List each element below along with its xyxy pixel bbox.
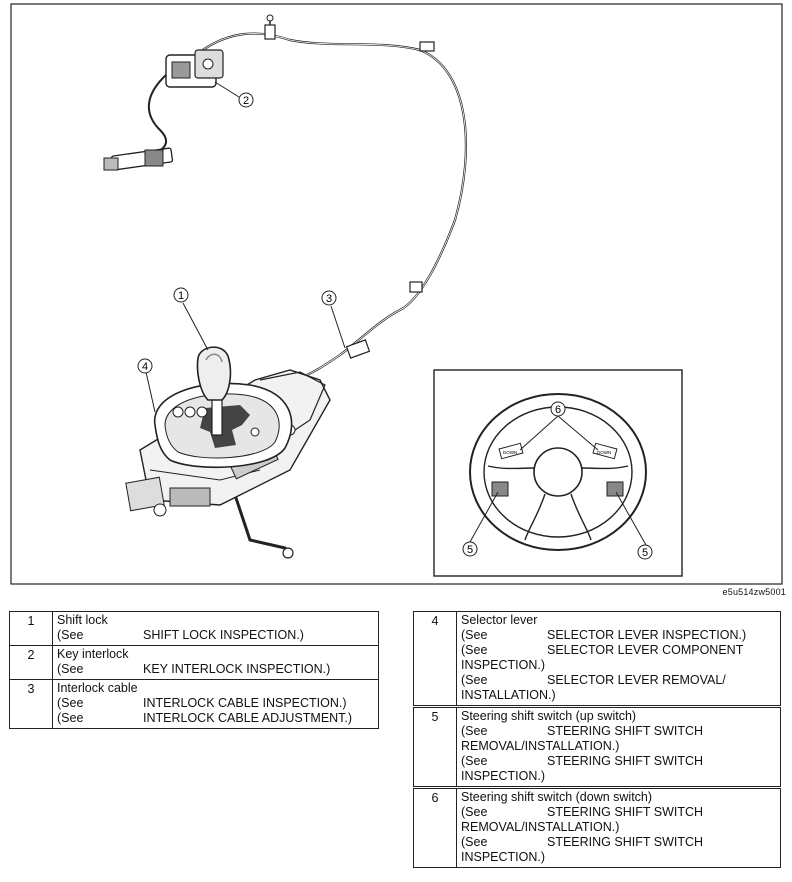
legend-num: 2 xyxy=(9,645,53,680)
callout-1: 1 xyxy=(178,290,184,302)
up-switch-left xyxy=(491,481,509,497)
cable-clip xyxy=(345,339,371,359)
callout-6: 6 xyxy=(555,404,561,416)
selector-lever-assembly xyxy=(125,346,331,559)
legend-ref-cont[interactable]: INSPECTION.) xyxy=(461,658,546,672)
legend-ref-cont[interactable]: REMOVAL/INSTALLATION.) xyxy=(461,739,620,753)
legend-ref-cont[interactable]: INSTALLATION.) xyxy=(461,688,556,702)
callout-2: 2 xyxy=(243,95,249,107)
legend-ref-cont[interactable]: REMOVAL/INSTALLATION.) xyxy=(461,820,620,834)
cable-clip xyxy=(264,24,276,40)
cable-clip xyxy=(409,281,423,293)
legend-num: 4 xyxy=(413,611,457,706)
legend-num: 1 xyxy=(9,611,53,646)
legend-title: Steering shift switch (down switch) xyxy=(461,790,653,804)
steering-wheel: DOWN DOWN xyxy=(469,393,647,551)
legend-ref-cont[interactable]: INSPECTION.) xyxy=(461,850,546,864)
legend-num: 5 xyxy=(413,707,457,787)
callout-5-right: 5 xyxy=(642,547,648,559)
figure-frame xyxy=(10,3,783,585)
cable-clip xyxy=(419,41,435,52)
down-label: DOWN xyxy=(503,450,517,455)
key-interlock-unit xyxy=(165,49,224,88)
legend-row: 5 Steering shift switch (up switch) (See… xyxy=(413,707,781,787)
callout-5-left: 5 xyxy=(467,544,473,556)
down-label: DOWN xyxy=(597,450,611,455)
legend-title: Steering shift switch (up switch) xyxy=(461,709,637,723)
legend-num: 6 xyxy=(413,788,457,868)
interlock-cable xyxy=(199,32,468,380)
connector xyxy=(103,147,174,171)
down-switch-right xyxy=(592,442,618,460)
callout-4: 4 xyxy=(142,361,148,373)
legend-ref-cont[interactable]: INSPECTION.) xyxy=(461,769,546,783)
legend-title: Selector lever xyxy=(461,613,538,627)
legend-title: Interlock cable xyxy=(57,681,138,695)
legend-row: 6 Steering shift switch (down switch) (S… xyxy=(413,788,781,868)
callout-3: 3 xyxy=(326,293,332,305)
figure-code: e5u514zw5001 xyxy=(722,587,786,597)
up-switch-right xyxy=(606,481,624,497)
component-location-diagram: DOWN DOWN 1 2 3 4 5 5 6 xyxy=(10,3,783,585)
legend-title: Shift lock xyxy=(57,613,108,627)
legend-entry: Steering shift switch (down switch) (See… xyxy=(456,788,781,868)
legend-title: Key interlock xyxy=(57,647,129,661)
legend-num: 3 xyxy=(9,679,53,729)
